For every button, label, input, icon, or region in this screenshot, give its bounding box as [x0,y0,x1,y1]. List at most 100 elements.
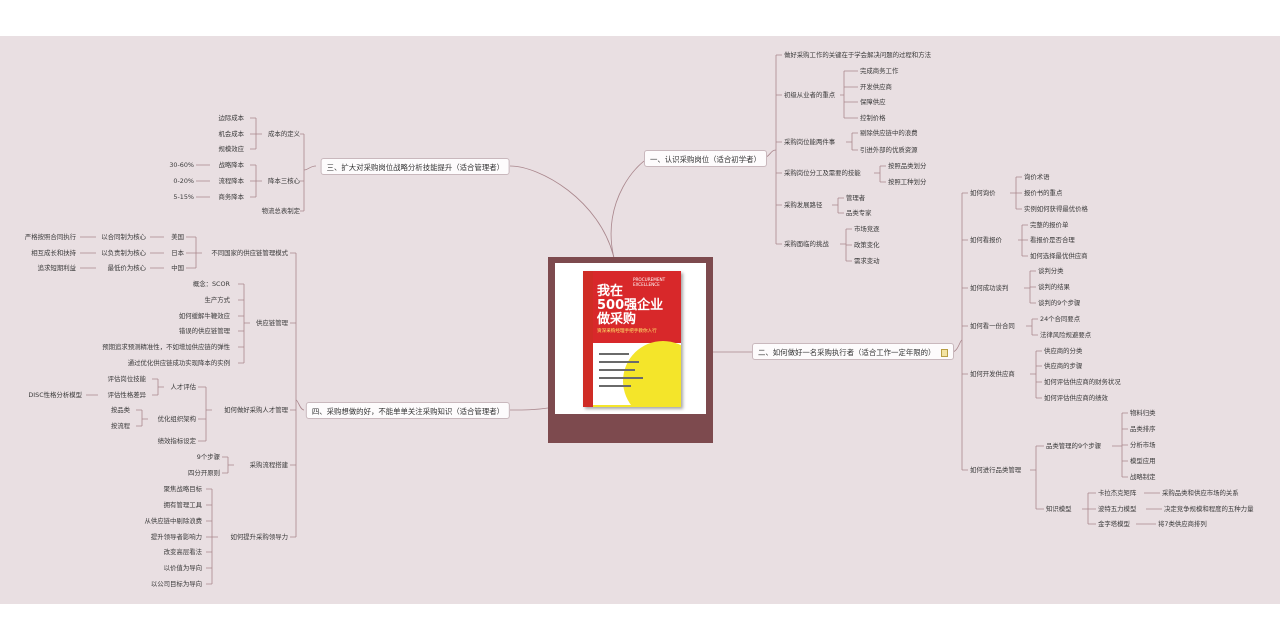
topic[interactable]: 评估性格差异 [107,391,146,399]
topic[interactable]: 通过优化供应链成功实现降本的实例 [127,359,230,367]
topic[interactable]: 控制价格 [860,114,886,122]
topic[interactable]: 剔除供应链中的浪费 [860,129,918,137]
topic[interactable]: 战略降本 [218,161,244,169]
topic[interactable]: 保障供应 [860,98,886,106]
topic[interactable]: 完整的报价单 [1030,221,1069,229]
topic[interactable]: 按品类 [110,406,130,414]
topic[interactable]: 以公司目标为导向 [150,580,202,588]
topic[interactable]: 生产方式 [204,296,230,304]
topic[interactable]: 供应商的步骤 [1044,362,1083,370]
topic[interactable]: 需求变动 [854,257,880,265]
topic[interactable]: 如何缓解牛鞭效应 [178,312,230,320]
branch-3-node[interactable]: 三、扩大对采购岗位战略分析技能提升（适合管理者） [320,158,510,175]
topic[interactable]: 如何进行品类管理 [970,466,1022,474]
topic[interactable]: 如何选择最优供应商 [1030,252,1088,260]
topic[interactable]: 采购面临的挑战 [784,240,829,248]
topic[interactable]: 询价术语 [1024,173,1050,181]
topic[interactable]: 法律风险规避要点 [1040,331,1092,339]
topic[interactable]: 日本 [171,249,184,257]
topic[interactable]: 引进外部的优质资源 [860,146,918,154]
topic[interactable]: 美国 [171,233,184,241]
topic[interactable]: 采购品类和供应市场的关系 [1162,489,1239,497]
topic[interactable]: 拥有管理工具 [163,501,202,509]
note-icon[interactable] [941,349,949,357]
topic[interactable]: 如何看一份合同 [970,322,1015,330]
topic[interactable]: 谈判分类 [1038,267,1064,275]
topic[interactable]: 谈判的9个步骤 [1038,299,1081,307]
topic[interactable]: 采购流程搭建 [249,461,288,469]
topic[interactable]: 预期追求预测精准性，不如增加供应链的弹性 [102,343,230,351]
topic[interactable]: 以合同制为核心 [101,233,146,241]
topic[interactable]: 商务降本 [218,193,244,201]
topic[interactable]: 30-60% [169,161,194,169]
topic[interactable]: 波特五力模型 [1098,505,1137,513]
topic[interactable]: 概念：SCOR [192,280,230,288]
topic[interactable]: 品类排序 [1130,425,1156,433]
topic[interactable]: 边际成本 [218,114,244,122]
topic[interactable]: 决定竞争规模和程度的五种力量 [1164,505,1254,513]
topic[interactable]: 如何成功谈判 [970,284,1009,292]
topic[interactable]: 以价值为导向 [163,564,202,572]
topic[interactable]: 从供应链中剔除浪费 [144,517,202,525]
topic[interactable]: 如何询价 [970,189,996,197]
topic[interactable]: 四分开原则 [188,469,220,477]
topic[interactable]: 9个步骤 [196,453,220,461]
topic[interactable]: 知识模型 [1046,505,1072,513]
topic[interactable]: 以负责制为核心 [101,249,146,257]
topic[interactable]: 优化组织架构 [157,415,196,423]
topic[interactable]: 完成商务工作 [860,67,899,75]
topic[interactable]: 降本三核心 [268,177,300,185]
topic[interactable]: 政策变化 [854,241,880,249]
topic[interactable]: 按照工种划分 [888,178,927,186]
topic[interactable]: 报价书的重点 [1024,189,1063,197]
topic[interactable]: 5-15% [173,193,194,201]
topic[interactable]: 做好采购工作的关键在于学会解决问题的过程和方法 [784,51,931,59]
topic[interactable]: 如何开发供应商 [970,370,1015,378]
topic[interactable]: 不同国家的供应链管理模式 [211,249,288,257]
branch-2-node[interactable]: 二、如何做好一名采购执行者（适合工作一定年限的） [752,343,955,360]
topic[interactable]: 错误的供应链管理 [178,327,230,335]
topic[interactable]: 机会成本 [218,130,244,138]
topic[interactable]: 如何评估供应商的绩效 [1044,394,1108,402]
topic[interactable]: 严格按照合同执行 [24,233,76,241]
topic[interactable]: 模型应用 [1130,457,1156,465]
topic[interactable]: 采购岗位能两件事 [784,138,836,146]
branch-1-node[interactable]: 一、认识采购岗位（适合初学者） [644,150,767,167]
topic[interactable]: 谈判的结果 [1038,283,1070,291]
topic[interactable]: 物流总表制定 [261,207,300,215]
topic[interactable]: 采购岗位分工及需要的技能 [784,169,861,177]
topic[interactable]: 采购发展路径 [784,201,823,209]
topic[interactable]: 最低价为核心 [107,264,146,272]
topic[interactable]: 相互成长和扶持 [31,249,76,257]
topic[interactable]: 如何看报价 [970,236,1002,244]
topic[interactable]: 追求短期利益 [37,264,76,272]
topic[interactable]: 评估岗位技能 [107,375,146,383]
topic[interactable]: 看报价是否合理 [1030,236,1075,244]
topic[interactable]: 0-20% [173,177,194,185]
topic[interactable]: 改变高层看法 [163,548,202,556]
topic[interactable]: 供应商的分类 [1044,347,1083,355]
topic[interactable]: 实例如何获得最优价格 [1024,205,1088,213]
topic[interactable]: 卡拉杰克矩阵 [1098,489,1137,497]
topic[interactable]: 成本的定义 [268,130,300,138]
topic[interactable]: DISC性格分析模型 [28,391,82,399]
topic[interactable]: 物料归类 [1130,409,1156,417]
topic[interactable]: 按流程 [110,422,130,430]
topic[interactable]: 开发供应商 [860,83,892,91]
topic[interactable]: 人才评估 [170,383,196,391]
branch-4-node[interactable]: 四、采购想做的好，不能单单关注采购知识（适合管理者） [305,402,510,419]
topic[interactable]: 流程降本 [218,177,244,185]
topic[interactable]: 24个合同要点 [1040,315,1081,323]
topic[interactable]: 如何评估供应商的财务状况 [1044,378,1121,386]
topic[interactable]: 按照品类划分 [888,162,927,170]
topic[interactable]: 金字塔模型 [1098,520,1130,528]
topic[interactable]: 绩效指标设定 [157,437,196,445]
topic[interactable]: 供应链管理 [256,319,288,327]
topic[interactable]: 管理者 [846,194,866,202]
topic[interactable]: 初级从业者的重点 [784,91,836,99]
topic[interactable]: 将7类供应商排列 [1158,520,1207,528]
topic[interactable]: 如何做好采购人才管理 [224,406,288,414]
topic[interactable]: 中国 [171,264,184,272]
topic[interactable]: 提升领导者影响力 [150,533,202,541]
topic[interactable]: 品类管理的9个步骤 [1046,442,1102,450]
